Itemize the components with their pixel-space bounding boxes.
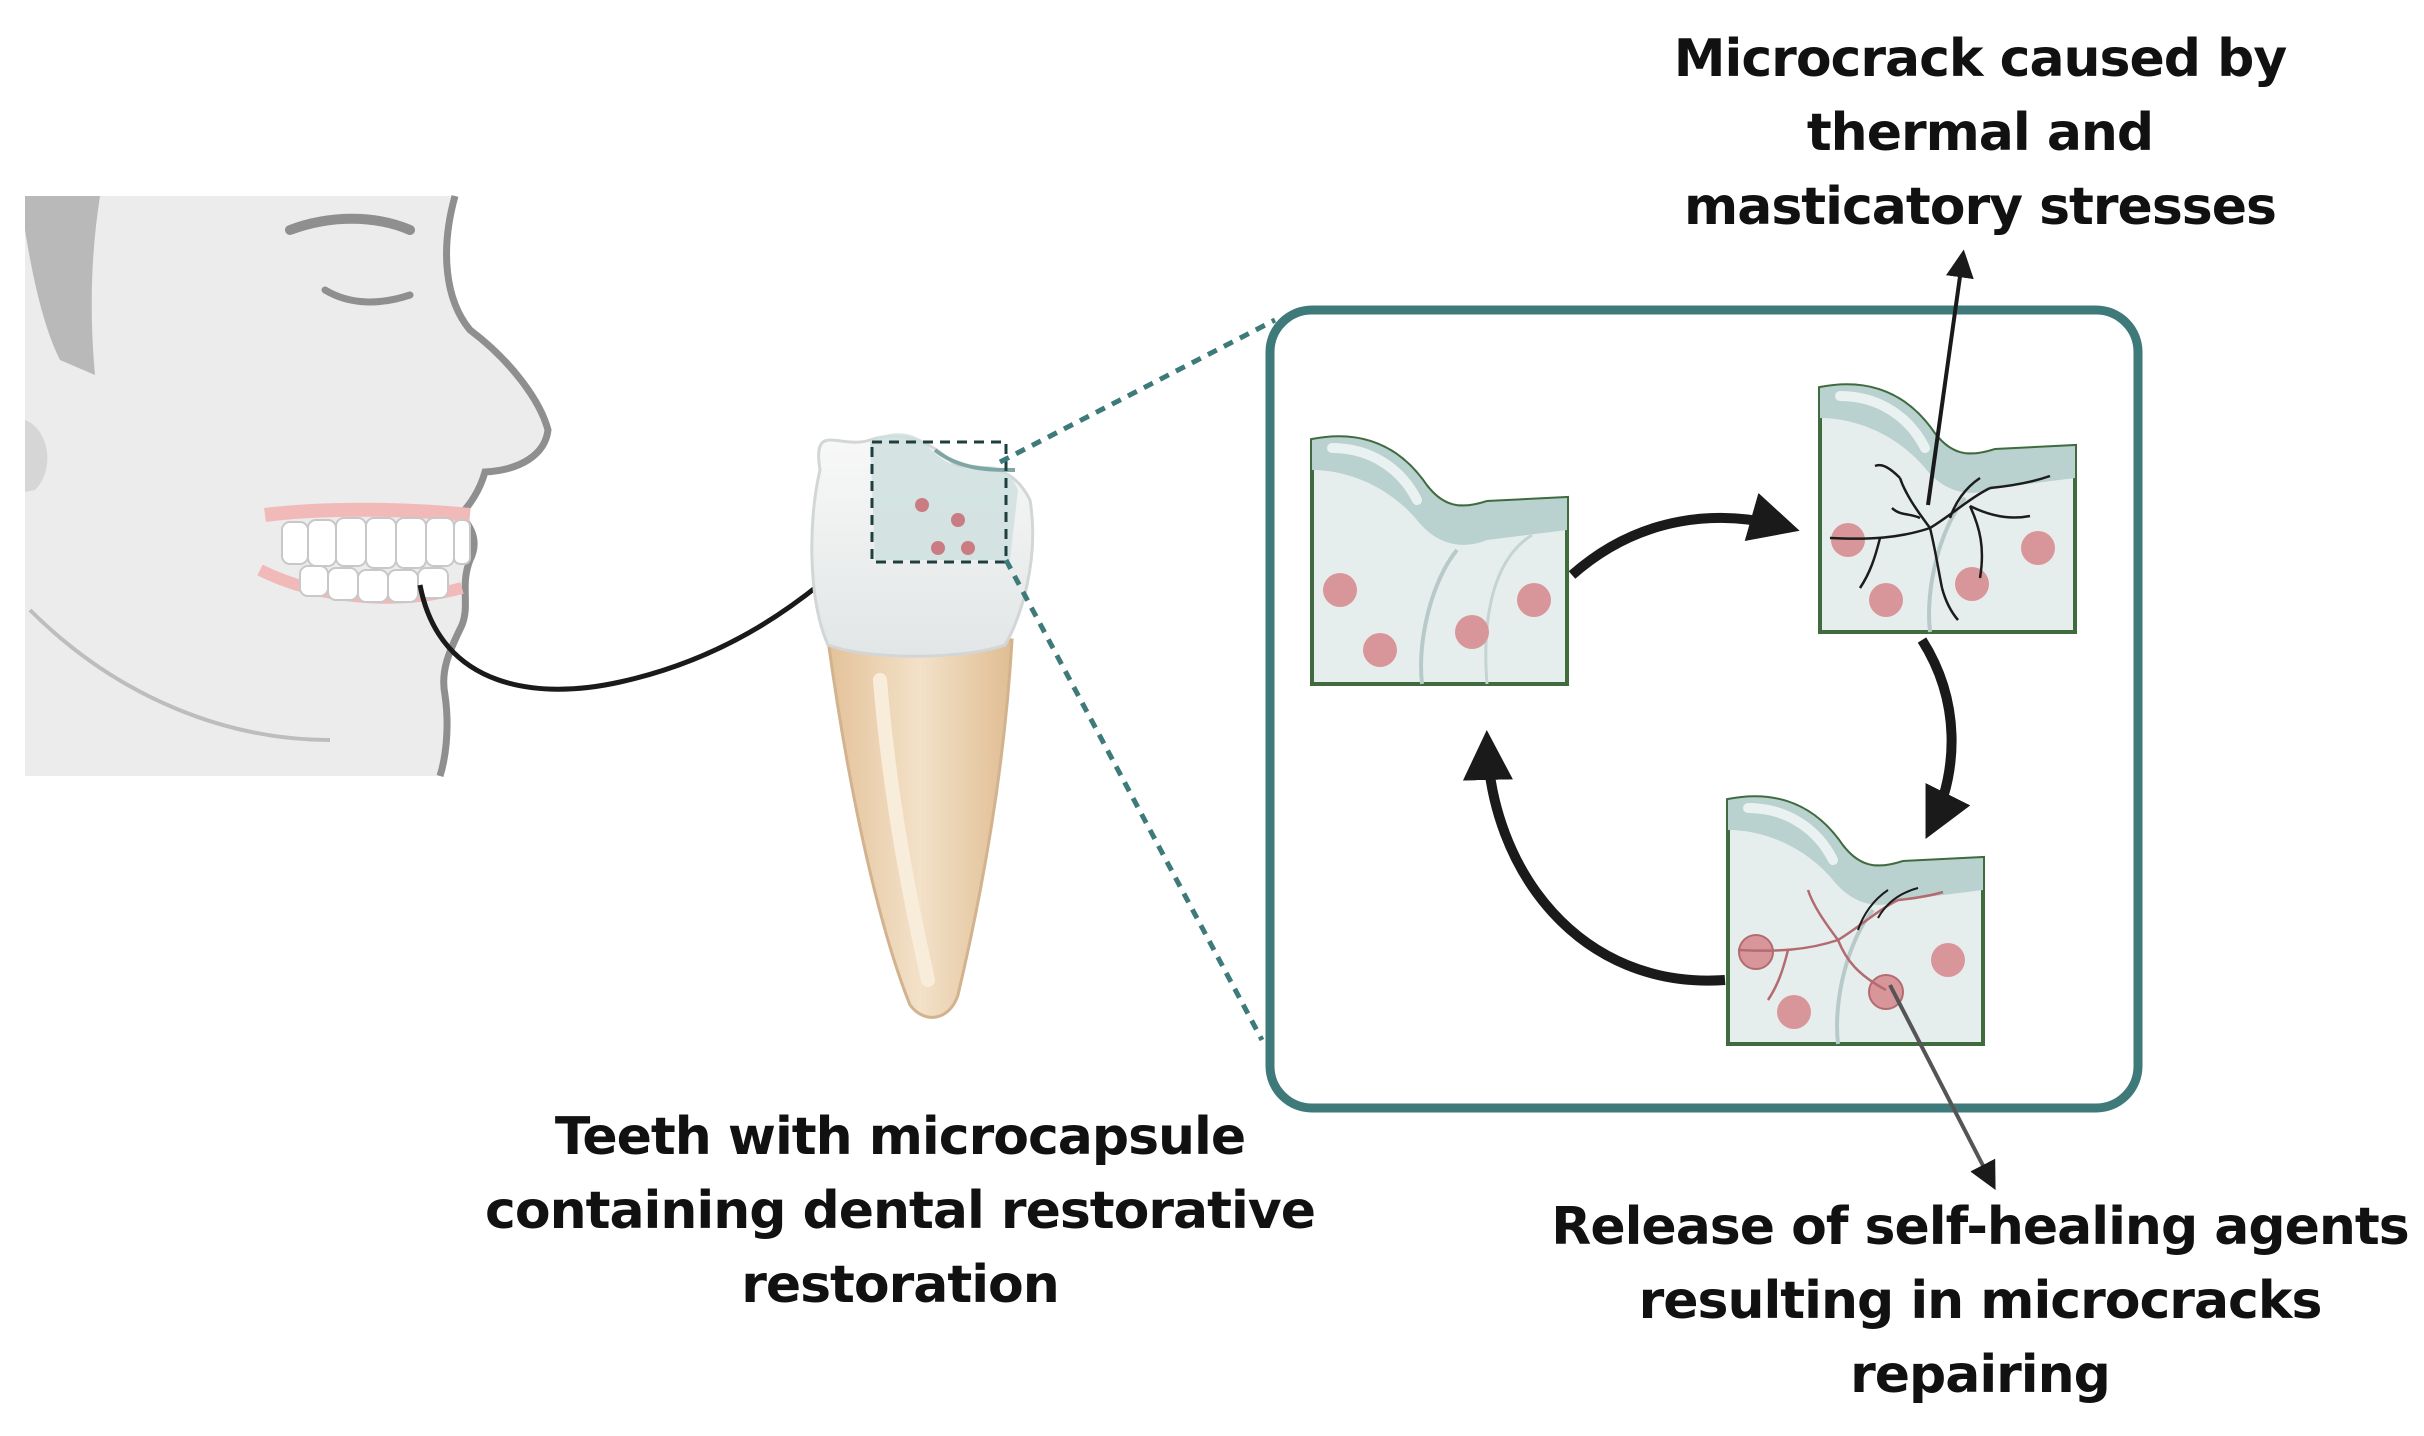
closed-eye: [321, 286, 414, 306]
microcapsule: [1777, 995, 1811, 1029]
hair: [25, 196, 100, 375]
microcapsule: [915, 498, 929, 512]
microcapsule: [1517, 583, 1551, 617]
face-outline: [436, 195, 552, 778]
healing-lines: [1737, 889, 1944, 1001]
microcrack-label-line: masticatory stresses: [1684, 177, 2277, 237]
microcapsule: [1363, 633, 1397, 667]
face-skin: [25, 196, 548, 776]
healing-label-line: Release of self-healing agents: [1551, 1197, 2409, 1257]
healing-label-line: repairing: [1850, 1345, 2111, 1405]
crown-top-enamel: [870, 433, 1018, 560]
upper-lip: [264, 502, 471, 522]
zoom-line-bottom: [1003, 558, 1265, 1042]
tooth-root: [826, 638, 1014, 1019]
microcapsule: [931, 541, 945, 555]
microcapsule: [2021, 531, 2055, 565]
tooth-label-line: restoration: [741, 1255, 1060, 1315]
tooth-label-line: Teeth with microcapsule: [554, 1107, 1246, 1167]
pointer-to-microcrack-label: [1926, 249, 1974, 506]
detail-frame: [1265, 305, 2143, 1113]
microcapsule: [951, 513, 965, 527]
face-profile: [25, 195, 552, 778]
cheek-line: [28, 608, 331, 742]
tooth-block-intact: [1310, 435, 1569, 686]
microcapsule: [1931, 943, 1965, 977]
microcrack-label-line: Microcrack caused by: [1673, 29, 2287, 89]
cycle-arrow-2: [1917, 637, 1971, 839]
ear: [25, 420, 48, 492]
zoom-region-box: [870, 440, 1008, 564]
microcrack-label-line: thermal and: [1806, 103, 2154, 163]
microcapsule: [961, 541, 975, 555]
root-highlight: [873, 673, 935, 987]
microcapsule: [1869, 583, 1903, 617]
cycle-arrow-1: [1568, 492, 1800, 579]
tooth-label: Teeth with microcapsule containing denta…: [470, 1100, 1330, 1322]
eyebrow: [285, 213, 415, 235]
microcapsule: [1455, 615, 1489, 649]
cycle-arrow-3: [1462, 730, 1726, 986]
arrow-face-to-tooth: [417, 525, 885, 692]
crack-network: [1829, 463, 2051, 621]
tooth-block-cracked: [1818, 383, 2077, 634]
teeth-row: [281, 517, 471, 603]
zoom-line-top: [998, 317, 1277, 465]
microcapsule: [1738, 934, 1774, 970]
healing-label-line: resulting in microcracks: [1638, 1271, 2323, 1331]
microcapsule: [1868, 974, 1904, 1010]
healing-label: Release of self-healing agents resulting…: [1540, 1190, 2420, 1412]
tooth-illustration: [810, 433, 1035, 1019]
microcapsule: [1323, 573, 1357, 607]
pointer-to-healing-label: [1888, 984, 1996, 1190]
microcapsule: [1955, 567, 1989, 601]
tooth-label-line: containing dental restorative: [485, 1181, 1316, 1241]
microcapsule: [1831, 523, 1865, 557]
tooth-block-healed: [1726, 795, 1985, 1046]
microcrack-label: Microcrack caused by thermal and mastica…: [1560, 22, 2400, 244]
